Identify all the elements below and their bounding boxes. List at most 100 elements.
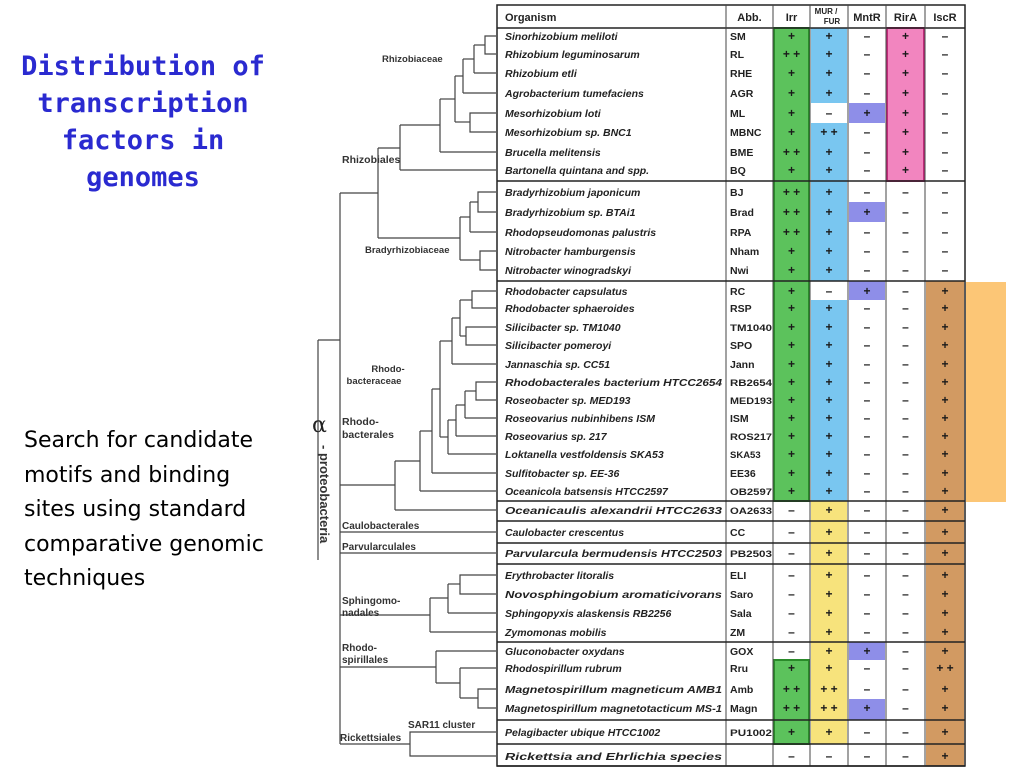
- organism-name: Rickettsia and Ehrlichia species: [505, 751, 722, 763]
- mntr-value: –: [864, 29, 871, 43]
- organism-name: Rhodobacter capsulatus: [505, 286, 628, 298]
- irr-value: –: [788, 525, 795, 539]
- rira-value: –: [902, 225, 909, 239]
- irr-value: + +: [783, 225, 800, 239]
- rira-band: [886, 27, 925, 182]
- rira-value: –: [902, 484, 909, 498]
- rira-value: +: [902, 29, 909, 43]
- mntr-value: –: [864, 606, 871, 620]
- organism-name: Rhodobacter sphaeroides: [505, 303, 635, 315]
- slide-title: Distribution of transcription factors in…: [21, 51, 265, 193]
- mntr-value: –: [864, 320, 871, 334]
- mntr-value: –: [864, 225, 871, 239]
- mntr-value: –: [864, 682, 871, 696]
- fur-value: +: [825, 606, 832, 620]
- clade-label-rhizobiales: Rhizobiales: [342, 154, 401, 166]
- iscr-value: –: [942, 205, 949, 219]
- organism-name: Mesorhizobium loti: [505, 108, 602, 120]
- header-irr: Irr: [786, 12, 798, 24]
- mntr-value: –: [864, 546, 871, 560]
- organism-name: Roseovarius nubinhibens ISM: [505, 413, 655, 425]
- rira-value: –: [902, 725, 909, 739]
- mntr-value: –: [864, 244, 871, 258]
- organism-name: Nitrobacter winogradskyi: [505, 265, 632, 277]
- mntr-value: +: [863, 701, 870, 715]
- table-row: Rickettsia and Ehrlichia species––––+: [505, 749, 949, 763]
- fur-value: +: [825, 66, 832, 80]
- abbreviation: RC: [730, 286, 746, 298]
- rira-value: +: [902, 47, 909, 61]
- rira-value: –: [902, 447, 909, 461]
- abbreviation: SKA53: [730, 450, 761, 461]
- iscr-value: +: [941, 466, 948, 480]
- organism-name: Rhodobacterales bacterium HTCC2654: [505, 377, 722, 389]
- irr-value: +: [788, 661, 795, 675]
- iscr-value: +: [941, 357, 948, 371]
- rira-value: –: [902, 284, 909, 298]
- irr-value: –: [788, 546, 795, 560]
- organism-name: Sphingopyxis alaskensis RB2256: [505, 608, 671, 620]
- rira-value: –: [902, 393, 909, 407]
- fur-value: +: [825, 320, 832, 334]
- iscr-value: +: [941, 525, 948, 539]
- abbreviation: ML: [730, 108, 746, 120]
- abbreviation: RHE: [730, 68, 752, 80]
- mntr-value: –: [864, 393, 871, 407]
- rira-value: –: [902, 466, 909, 480]
- mntr-value: –: [864, 661, 871, 675]
- clade-label-sphingomonadales: Sphingomo-nadales: [342, 596, 400, 619]
- abbreviation: Nham: [730, 246, 759, 258]
- organism-name: Bradyrhizobium sp. BTAi1: [505, 207, 636, 219]
- iscr-value: +: [941, 625, 948, 639]
- abbreviation: RSP: [730, 303, 752, 315]
- mntr-value: –: [864, 503, 871, 517]
- clade-label-rickettsiales: Rickettsiales: [340, 733, 402, 744]
- alpha-symbol: α: [312, 413, 327, 438]
- abbreviation: Rru: [730, 663, 748, 675]
- rira-value: –: [902, 661, 909, 675]
- rira-value: –: [902, 375, 909, 389]
- organism-name: Sulfitobacter sp. EE-36: [505, 468, 620, 480]
- abbreviation: SM: [730, 31, 746, 43]
- mntr-value: –: [864, 587, 871, 601]
- fur-value: +: [825, 225, 832, 239]
- irr-value: +: [788, 244, 795, 258]
- fur-value: +: [825, 411, 832, 425]
- iscr-value: +: [941, 749, 948, 763]
- fur-value: +: [825, 338, 832, 352]
- rira-value: –: [902, 682, 909, 696]
- mntr-cell-brad: [849, 202, 885, 222]
- fur-value: +: [825, 375, 832, 389]
- iscr-value: +: [941, 503, 948, 517]
- mntr-value: –: [864, 725, 871, 739]
- mntr-value: –: [864, 145, 871, 159]
- fur-band-3: [811, 300, 847, 501]
- irr-value: +: [788, 125, 795, 139]
- fur-value: +: [825, 185, 832, 199]
- rira-value: –: [902, 749, 909, 763]
- irr-value: +: [788, 725, 795, 739]
- mntr-value: –: [864, 47, 871, 61]
- abbreviation: TM1040: [730, 323, 772, 334]
- header-mntr: MntR: [853, 12, 881, 24]
- iscr-value: –: [942, 86, 949, 100]
- mntr-value: –: [864, 163, 871, 177]
- organism-name: Bradyrhizobium japonicum: [505, 187, 640, 199]
- irr-value: +: [788, 484, 795, 498]
- clade-label-rhodospirillales: Rhodo-spirillales: [342, 643, 389, 666]
- irr-value: –: [788, 568, 795, 582]
- fur-value: +: [825, 429, 832, 443]
- iscr-value: –: [942, 244, 949, 258]
- rhodobacterales-highlight: [966, 282, 1006, 502]
- organism-name: Oceanicola batsensis HTCC2597: [505, 486, 669, 498]
- rira-value: –: [902, 568, 909, 582]
- abbreviation: CC: [730, 527, 746, 539]
